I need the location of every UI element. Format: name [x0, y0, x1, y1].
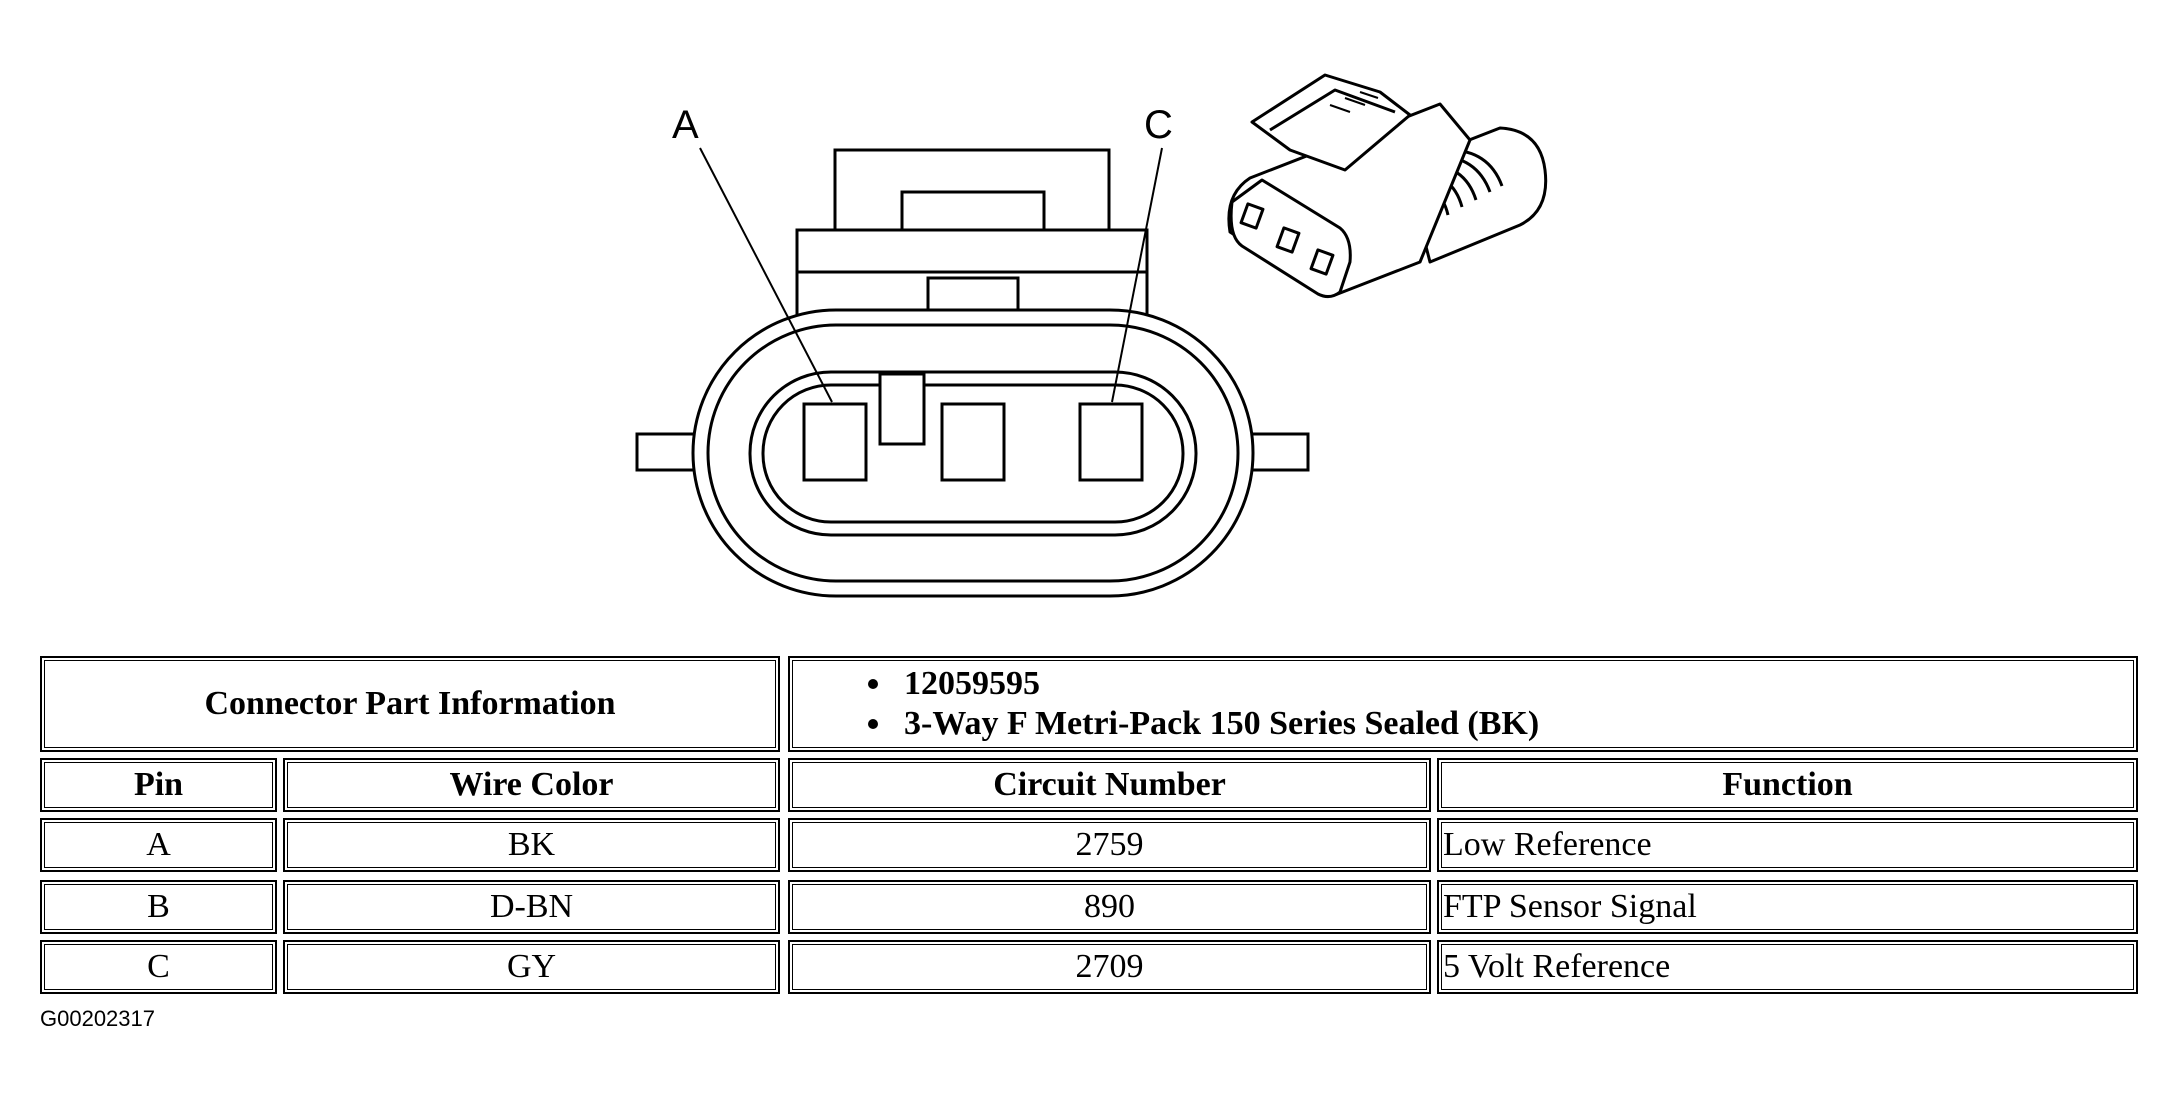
- table-row-a-function: Low Reference: [1437, 818, 2138, 872]
- connector-info-table: Connector Part Information 12059595 3-Wa…: [40, 656, 2138, 1001]
- table-row-c-circuit: 2709: [788, 940, 1431, 994]
- connector-left-tab: [635, 432, 699, 472]
- header-function: Function: [1437, 758, 2138, 812]
- wire-color-value: D-BN: [489, 888, 574, 925]
- table-row-c-pin: C: [40, 940, 277, 994]
- figure-id: G00202317: [40, 1006, 155, 1031]
- connector-key: [878, 372, 926, 446]
- pin-value: C: [147, 948, 170, 985]
- header-circuit-number-label: Circuit Number: [993, 766, 1226, 803]
- wire-color-value: GY: [506, 948, 557, 985]
- connector-face: [635, 148, 1310, 598]
- part-number: 12059595: [904, 665, 1040, 702]
- wire-color-value: BK: [507, 826, 556, 863]
- connector-diagram: A C: [635, 73, 1548, 598]
- pin-a-label: A: [672, 103, 699, 147]
- part-info-item: 12059595: [868, 664, 1040, 704]
- iso-cavity-c: [1309, 248, 1335, 276]
- header-function-label: Function: [1722, 766, 1853, 803]
- header-wire-color-label: Wire Color: [449, 766, 614, 803]
- connector-right-tab: [1246, 432, 1310, 472]
- header-wire-color: Wire Color: [283, 758, 780, 812]
- connector-description: 3-Way F Metri-Pack 150 Series Sealed (BK…: [904, 705, 1540, 742]
- pin-callouts: [699, 147, 1163, 403]
- connector-shoulder: [795, 228, 1149, 274]
- bullet-icon: [868, 679, 878, 689]
- circuit-value: 2709: [1075, 948, 1144, 985]
- header-pin: Pin: [40, 758, 277, 812]
- table-row-b-function: FTP Sensor Signal: [1437, 880, 2138, 934]
- connector-inner-ring-inner: [761, 383, 1185, 524]
- header-circuit-number: Circuit Number: [788, 758, 1431, 812]
- circuit-value: 2759: [1075, 826, 1144, 863]
- pin-c-label: C: [1144, 103, 1173, 147]
- part-info-value-cell: 12059595 3-Way F Metri-Pack 150 Series S…: [788, 656, 2138, 752]
- connector-outer-seal: [691, 308, 1255, 598]
- header-pin-label: Pin: [133, 766, 184, 803]
- part-info-label-cell: Connector Part Information: [40, 656, 780, 752]
- table-row-a-pin: A: [40, 818, 277, 872]
- terminal-cavity-a: [802, 402, 868, 482]
- function-value: 5 Volt Reference: [1443, 948, 1671, 985]
- table-row-a-wire-color: BK: [283, 818, 780, 872]
- connector-inner-ring: [748, 370, 1198, 537]
- table-row-b-circuit: 890: [788, 880, 1431, 934]
- iso-cavity-b: [1275, 226, 1301, 254]
- table-row-a-circuit: 2759: [788, 818, 1431, 872]
- terminal-cavity-c: [1078, 402, 1144, 482]
- connector-latch-grip: [1329, 91, 1379, 113]
- table-row-c-wire-color: GY: [283, 940, 780, 994]
- terminal-cavity-b: [940, 402, 1006, 482]
- table-row-c-function: 5 Volt Reference: [1437, 940, 2138, 994]
- connector-isometric-view: [1227, 73, 1548, 299]
- iso-cavity-a: [1239, 202, 1265, 230]
- function-value: Low Reference: [1443, 826, 1652, 863]
- bullet-icon: [868, 719, 878, 729]
- pin-value: B: [147, 888, 170, 925]
- pin-value: A: [146, 826, 171, 863]
- part-info-label: Connector Part Information: [204, 685, 616, 722]
- table-row-b-pin: B: [40, 880, 277, 934]
- function-value: FTP Sensor Signal: [1443, 888, 1697, 925]
- connector-top-latch: [1250, 73, 1412, 172]
- connector-outer-seal-inner: [706, 323, 1240, 583]
- pin-c-leader-line: [1111, 147, 1163, 403]
- connector-latch-edge: [1269, 88, 1396, 132]
- pin-a-leader-line: [699, 147, 833, 403]
- table-row-b-wire-color: D-BN: [283, 880, 780, 934]
- part-info-item: 3-Way F Metri-Pack 150 Series Sealed (BK…: [868, 704, 1539, 744]
- circuit-value: 890: [1084, 888, 1135, 925]
